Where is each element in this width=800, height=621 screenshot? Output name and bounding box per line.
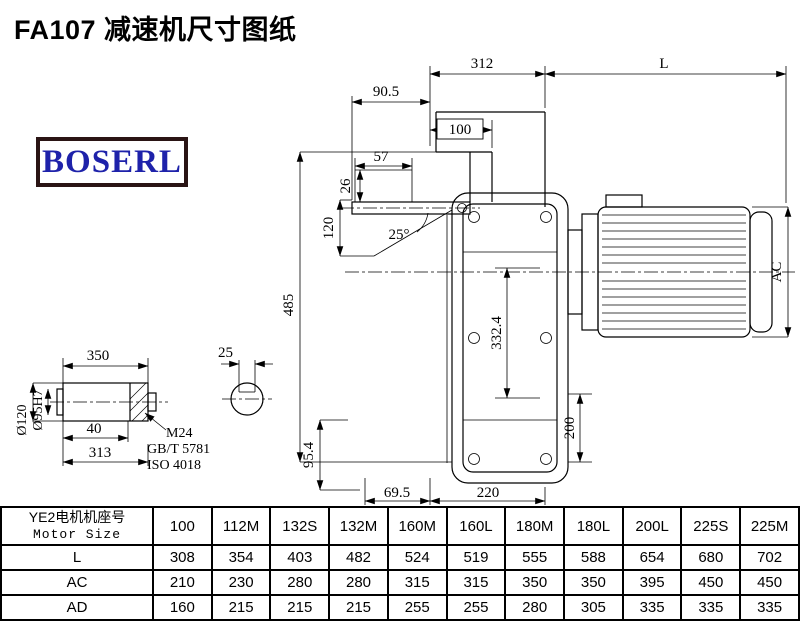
table-row-AC: AC 210 230 280 280 315 315 350 350 395 4…: [0, 569, 800, 596]
value-cell: 395: [621, 569, 683, 596]
col-header: 225S: [680, 506, 742, 546]
value-cell: 315: [445, 569, 507, 596]
dim-313-label: 313: [89, 445, 112, 461]
value-cell: 305: [563, 594, 624, 621]
dim-26-label: 26: [338, 178, 354, 194]
col-header: 160M: [386, 506, 448, 546]
dim-L-label: L: [659, 56, 668, 72]
value-cell: 524: [386, 544, 448, 571]
motor-assembly: [345, 194, 795, 338]
value-cell: 450: [739, 569, 800, 596]
value-cell: 315: [386, 569, 448, 596]
dim-905-label: 90.5: [373, 84, 399, 100]
terminal-box: [605, 194, 643, 208]
gearbox-housing: [446, 192, 569, 484]
dim-dia120-label: Ø120: [15, 404, 30, 435]
dim-220-label: 220: [477, 485, 500, 501]
value-cell: 280: [328, 569, 389, 596]
value-cell: 555: [504, 544, 566, 571]
col-header: 132S: [269, 506, 331, 546]
value-cell: 482: [328, 544, 389, 571]
shaft-section-circle: 25: [218, 345, 273, 416]
table-row-AD: AD 160 215 215 215 255 255 280 305 335 3…: [0, 594, 800, 621]
value-cell: 335: [680, 594, 742, 621]
value-cell: 255: [386, 594, 448, 621]
row-label: L: [0, 544, 154, 571]
dim-25-label: 25: [218, 345, 233, 361]
dim-695-label: 69.5: [384, 485, 410, 501]
value-cell: 654: [621, 544, 683, 571]
value-cell: 160: [152, 594, 213, 621]
dim-350-label: 350: [87, 348, 110, 364]
dim-25deg-label: 25°: [389, 227, 410, 243]
motor-fins: [602, 214, 746, 330]
value-cell: 350: [563, 569, 624, 596]
table-row-L: L 308 354 403 482 524 519 555 588 654 68…: [0, 544, 800, 571]
value-cell: 450: [680, 569, 742, 596]
col-header: 180L: [563, 506, 624, 546]
technical-drawing: 25°: [15, 56, 795, 505]
leader-notes: M24 GB/T 5781 ISO 4018: [144, 412, 210, 473]
note-gbt: GB/T 5781: [147, 442, 210, 457]
page-title: FA107 减速机尺寸图纸: [14, 15, 297, 45]
note-iso: ISO 4018: [147, 458, 201, 473]
dim-AC-label: AC: [769, 262, 785, 283]
boserl-logo: BOSERL: [36, 137, 188, 187]
value-cell: 255: [445, 594, 507, 621]
value-cell: 210: [152, 569, 213, 596]
value-cell: 702: [739, 544, 800, 571]
col-header: 200L: [621, 506, 683, 546]
input-shaft: [340, 152, 480, 215]
row-label: AD: [0, 594, 154, 621]
col-header: 132M: [328, 506, 389, 546]
value-cell: 403: [269, 544, 331, 571]
value-cell: 230: [210, 569, 272, 596]
dim-100-label: 100: [449, 122, 472, 138]
dim-120-label: 120: [321, 217, 337, 240]
col-header: 112M: [210, 506, 272, 546]
dim-200-label: 200: [562, 417, 578, 440]
note-m24: M24: [166, 426, 192, 441]
value-cell: 335: [621, 594, 683, 621]
value-cell: 308: [152, 544, 213, 571]
value-cell: 280: [504, 594, 566, 621]
value-cell: 519: [445, 544, 507, 571]
header-cn: YE2电机机座号: [28, 509, 126, 526]
value-cell: 280: [269, 569, 331, 596]
value-cell: 354: [210, 544, 272, 571]
motor-dimension-table: YE2电机机座号 Motor Size 100 112M 132S 132M 1…: [0, 506, 800, 621]
logo-text: BOSERL: [42, 143, 182, 180]
col-header: 160L: [445, 506, 507, 546]
value-cell: 215: [328, 594, 389, 621]
dim-485-label: 485: [281, 294, 297, 317]
motor-size-header-cell: YE2电机机座号 Motor Size: [0, 506, 154, 546]
value-cell: 680: [680, 544, 742, 571]
row-label: AC: [0, 569, 154, 596]
col-header: 225M: [739, 506, 800, 546]
dim-40-label: 40: [87, 421, 102, 437]
value-cell: 215: [210, 594, 272, 621]
header-en: Motor Size: [32, 526, 121, 542]
col-header: 100: [152, 506, 213, 546]
value-cell: 350: [504, 569, 566, 596]
value-cell: 335: [739, 594, 800, 621]
table-header-row: YE2电机机座号 Motor Size 100 112M 132S 132M 1…: [0, 506, 800, 546]
col-header: 180M: [504, 506, 566, 546]
shaft-detail: 350 40 313 Ø95H7 Ø120 M24 GB/T 5781 IS: [15, 348, 210, 473]
dim-954-label: 95.4: [301, 441, 317, 468]
dim-3324-label: 332.4: [489, 316, 505, 350]
value-cell: 215: [269, 594, 331, 621]
dimensions-main: 312 L 90.5 100 57 26 120: [281, 56, 792, 505]
value-cell: 588: [563, 544, 624, 571]
dim-312-label: 312: [471, 56, 494, 72]
dim-57-label: 57: [374, 149, 390, 165]
angle-annotation: 25°: [373, 209, 453, 257]
